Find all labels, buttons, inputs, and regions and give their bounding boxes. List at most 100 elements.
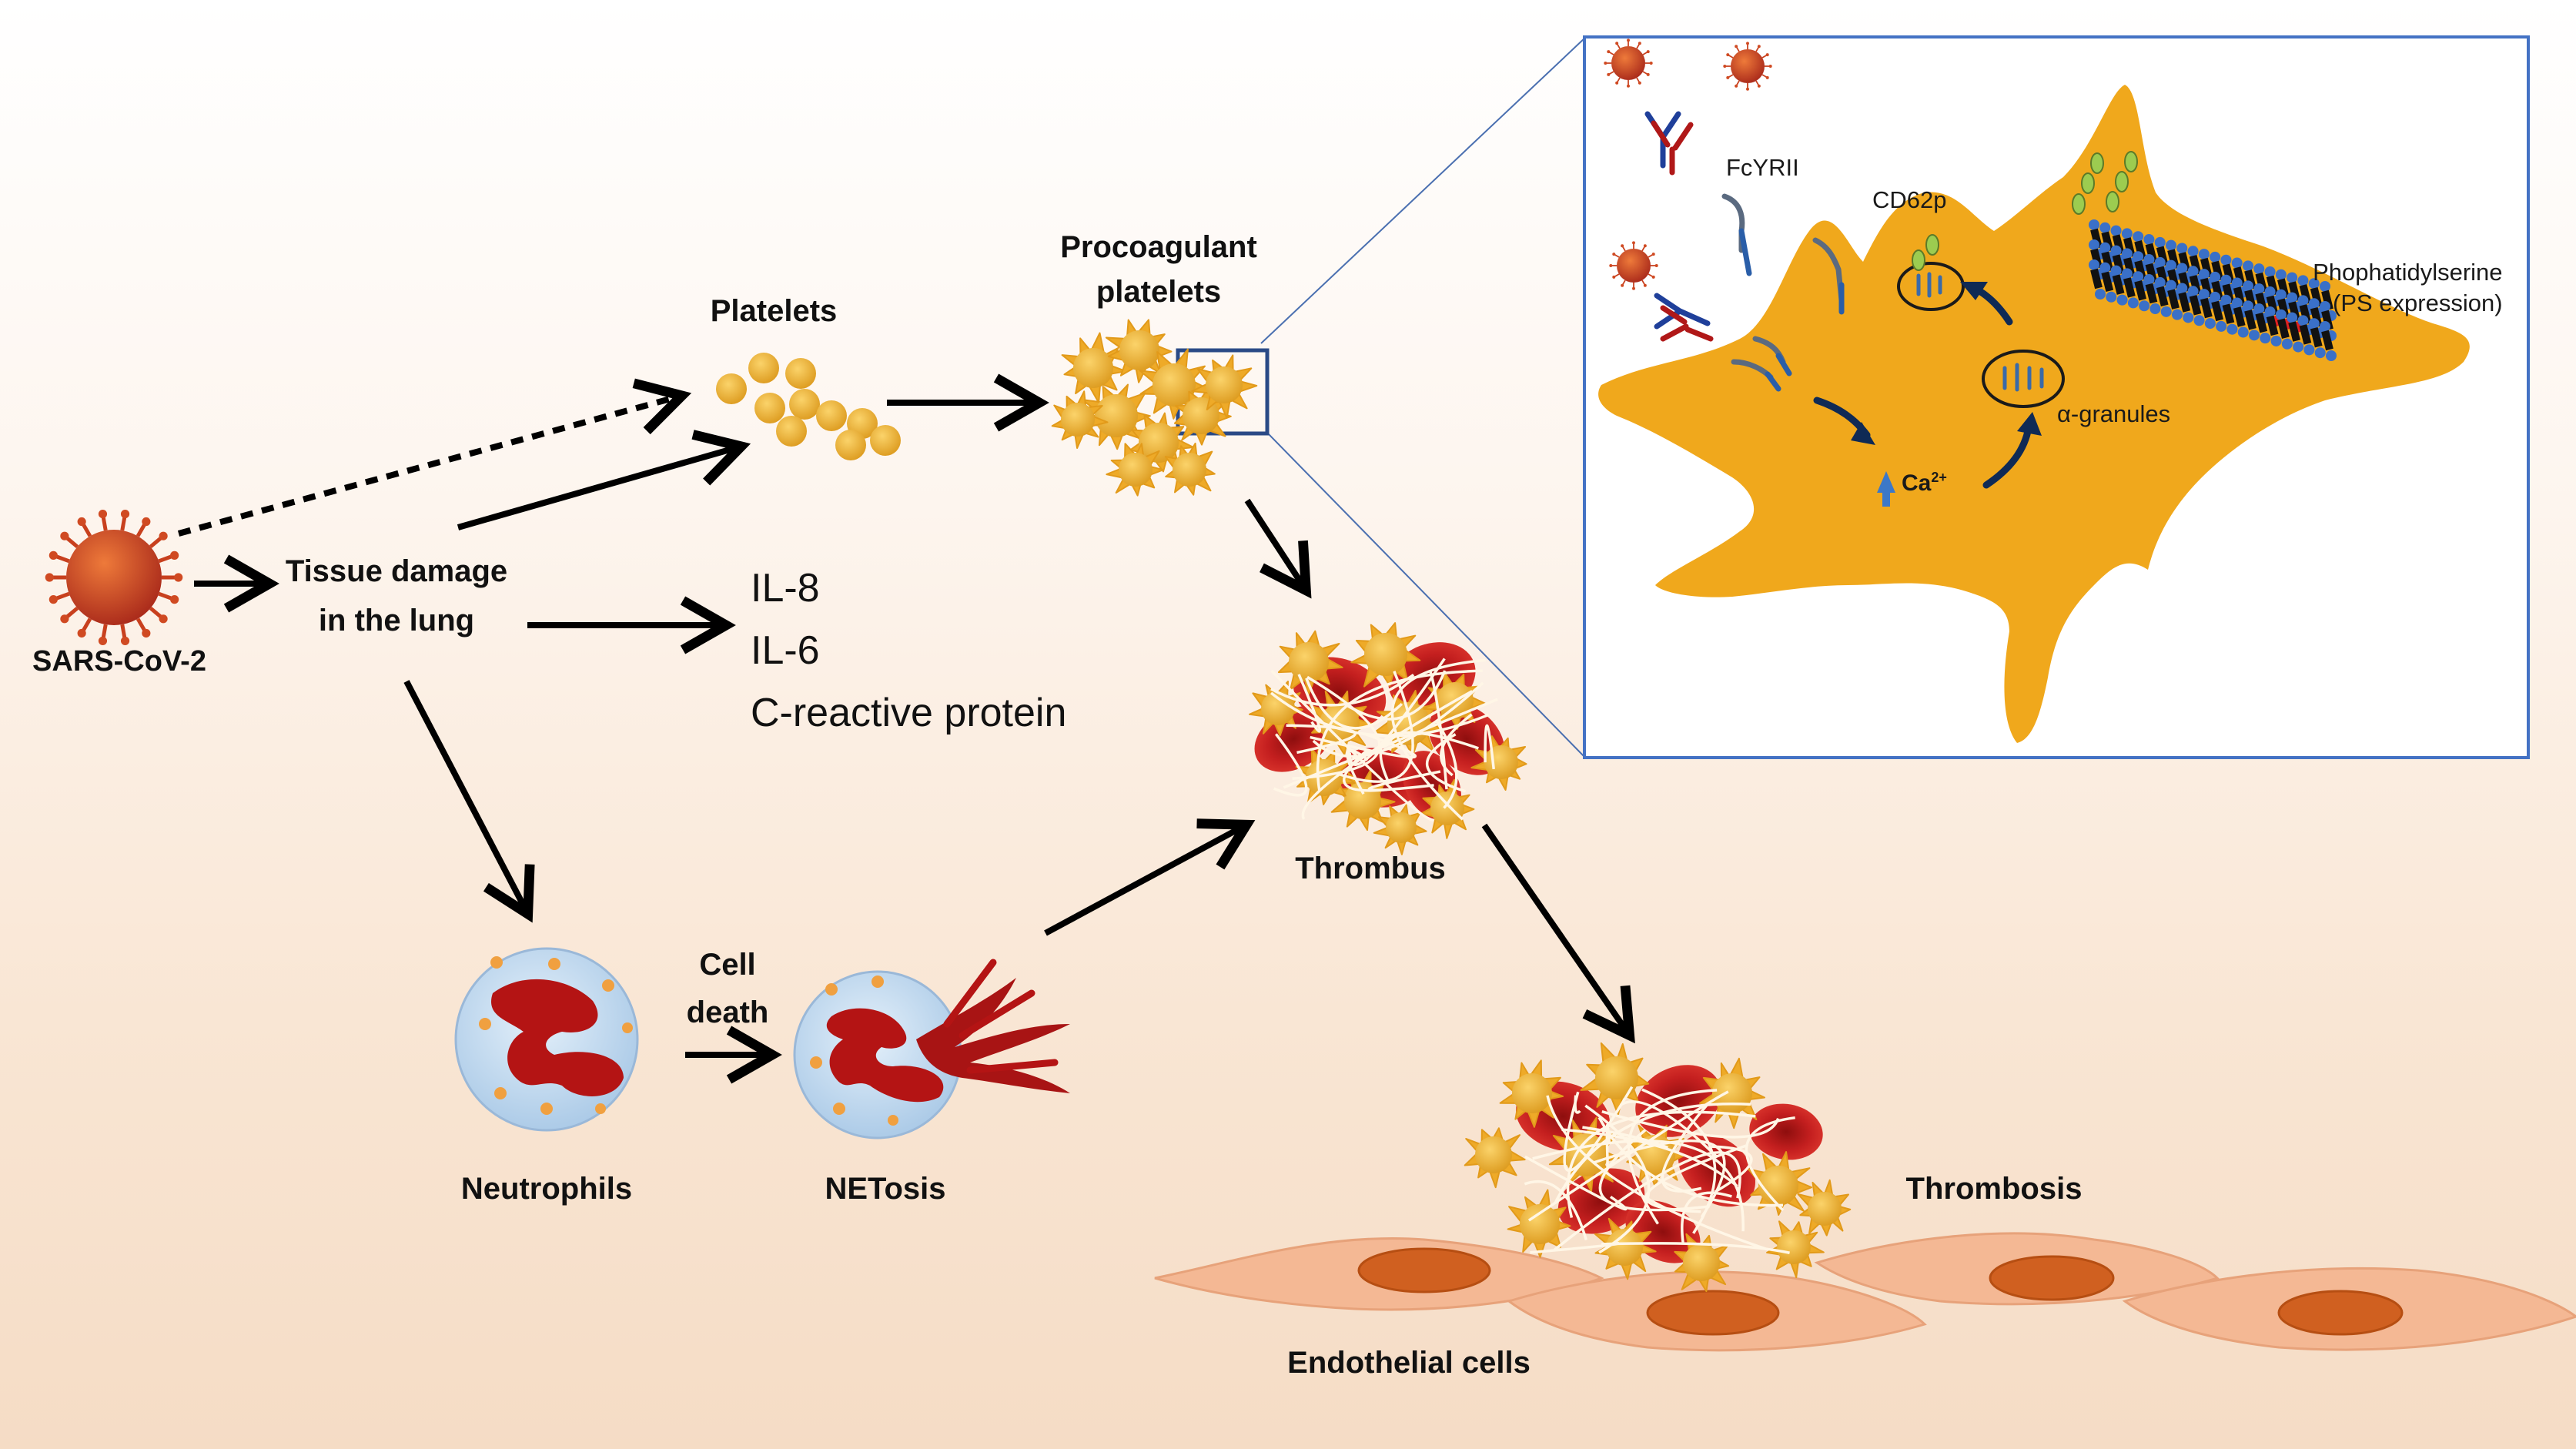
sars-cov-2-virus-icon (66, 530, 162, 625)
lipid-tail (2200, 297, 2213, 319)
lipid-head (2166, 239, 2176, 251)
activated-platelet-body (1261, 691, 1295, 725)
activated-platelet-body (1475, 1136, 1512, 1173)
lipid-tail (2167, 289, 2180, 310)
fibrin-strand (1601, 1110, 1780, 1139)
lipid-head (2275, 289, 2287, 300)
platelet (835, 430, 866, 460)
activated-platelet-body (1777, 1230, 1811, 1264)
lipid-head (2176, 283, 2188, 294)
procoagulant-platelets-label: Procoagulant platelets (1047, 225, 1270, 314)
virus-spike-tip (1651, 275, 1655, 279)
fibrin-strand (1390, 658, 1486, 821)
fibrin-strand (1337, 671, 1414, 783)
platelet (816, 400, 847, 431)
lipid-head (2297, 295, 2309, 306)
lipid-head (2231, 277, 2243, 289)
lipid-head (2154, 256, 2166, 268)
lipid-head (2193, 315, 2205, 326)
lipid-head (2210, 251, 2221, 263)
antibody-icons (1644, 111, 1714, 342)
lipid-head (2172, 309, 2183, 320)
virus-spike-tip (1612, 253, 1616, 256)
virus-spike-tip (1621, 283, 1624, 287)
lipid-tail (2156, 286, 2169, 307)
fibrin-strand (1343, 749, 1387, 792)
activated-platelet-body (1808, 1192, 1842, 1226)
virus-spike-tip (1607, 72, 1611, 76)
calcium-superscript: 2+ (1931, 470, 1947, 485)
arrow-netosis-to-thrombus (1044, 818, 1256, 936)
calcium-label: Ca2+ (1902, 470, 1947, 497)
virus-spike-tip (98, 636, 108, 646)
fibrin-strand (1532, 1139, 1745, 1232)
ps-label: Phophatidylserine (PS expression) (2271, 257, 2503, 319)
cell-death-line2: death (686, 996, 769, 1029)
lipid-head (2139, 300, 2150, 312)
fibrin-strand (1312, 681, 1484, 758)
virus-spike-tip (1643, 244, 1647, 248)
neutrophil-cell (454, 947, 639, 1132)
lipid-head (2166, 259, 2176, 271)
fibrin-strand (1711, 1145, 1753, 1193)
fibrin-strand (1554, 1151, 1741, 1251)
cell-death-line1: Cell (699, 948, 756, 982)
lipid-head (2116, 294, 2128, 306)
lipid-head (2303, 344, 2315, 356)
activated-platelet-body (1520, 1204, 1560, 1244)
lipid-head (2198, 249, 2210, 260)
platelet (870, 425, 901, 456)
lipid-head (2187, 286, 2199, 297)
lipid-tail (2145, 283, 2158, 304)
netosis-label: NETosis (825, 1172, 946, 1206)
virus-spike-tip (1651, 253, 1655, 256)
lipid-head (2095, 289, 2106, 300)
fibrin-strand (1346, 748, 1369, 795)
lipid-head (2243, 300, 2253, 312)
lipid-head (2187, 246, 2199, 257)
lipid-head (2260, 333, 2271, 344)
virus-spike-tip (1604, 62, 1607, 65)
lipid-head (2275, 269, 2287, 280)
lipid-head (2166, 279, 2176, 291)
virus-spike-tip (1757, 84, 1761, 88)
lipid-head (2198, 269, 2210, 280)
virus-spike-tip (60, 531, 69, 540)
lipid-head (2320, 301, 2330, 312)
lipid-head (2110, 225, 2122, 236)
ps-line2: (PS expression) (2333, 289, 2503, 316)
activated-platelet-body (1606, 1229, 1643, 1266)
fibrin-strand (1343, 670, 1447, 721)
virus-spike-tip (1757, 45, 1761, 49)
arrow-thrombus-to-thrombosis (1481, 823, 1635, 1044)
lipid-head (2275, 309, 2287, 320)
virus-spike-tip (60, 614, 69, 624)
lipid-head (2231, 257, 2243, 269)
lipid-head (2320, 281, 2330, 292)
lipid-head (2297, 315, 2309, 326)
lipid-tail (2299, 324, 2312, 345)
endothelial-nucleus (1989, 1255, 2115, 1301)
lipid-head (2264, 286, 2276, 297)
endothelial-cells-label: Endothelial cells (1287, 1346, 1531, 1380)
virus-spike-tip (174, 573, 183, 582)
virus-spike-tip (1621, 244, 1624, 248)
lipid-head (2133, 271, 2144, 283)
endothelial-nucleus (1646, 1290, 1780, 1336)
fibrin-strand (1270, 673, 1415, 707)
cd62p-label: CD62p (1872, 186, 1947, 213)
fibrin-strand (1584, 1104, 1651, 1254)
crp-label: C-reactive protein (751, 691, 1067, 735)
virus-spike-tip (1723, 65, 1727, 68)
fibrin-strand (1605, 1123, 1611, 1169)
lipid-tail (2211, 300, 2223, 322)
lipid-head (2293, 341, 2304, 353)
endothelium-layer (1154, 1232, 2576, 1352)
fibrin-strand (1601, 1242, 1790, 1254)
lipid-head (2133, 231, 2144, 243)
virus-spike-tip (1632, 241, 1635, 245)
virus-spike-tip (1643, 283, 1647, 287)
lipid-head (2210, 271, 2221, 283)
virus-spike-tip (1746, 87, 1749, 91)
lipid-head (2264, 266, 2276, 277)
